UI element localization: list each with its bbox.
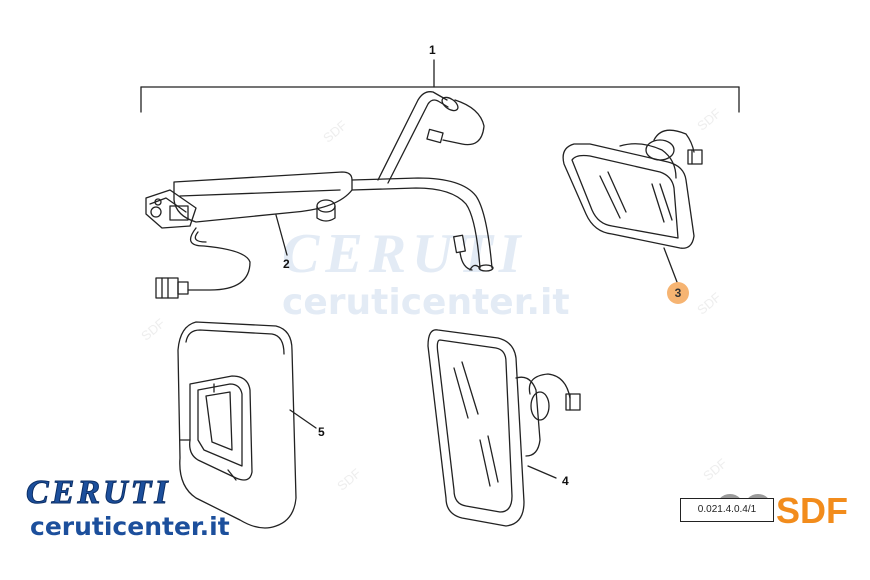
callout-4: 4 — [562, 474, 569, 488]
small-mirror — [562, 129, 703, 283]
ceruti-logo: CERUTI — [26, 474, 171, 512]
callout-5: 5 — [318, 425, 325, 439]
mirror-arm — [145, 91, 494, 299]
callout-3-highlight[interactable]: 3 — [667, 282, 689, 304]
watermark-url: ceruticenter.it — [282, 282, 570, 323]
ceruti-url: ceruticenter.it — [30, 512, 230, 541]
watermark-brand: CERUTI — [282, 223, 527, 285]
assembly-bracket — [140, 59, 740, 113]
callout-2: 2 — [283, 257, 290, 271]
large-mirror — [427, 329, 581, 527]
callout-1: 1 — [429, 43, 436, 57]
sdf-logo: SDF — [776, 490, 848, 531]
reference-code: 0.021.4.0.4/1 — [680, 498, 774, 522]
mirror-housing — [177, 321, 317, 529]
